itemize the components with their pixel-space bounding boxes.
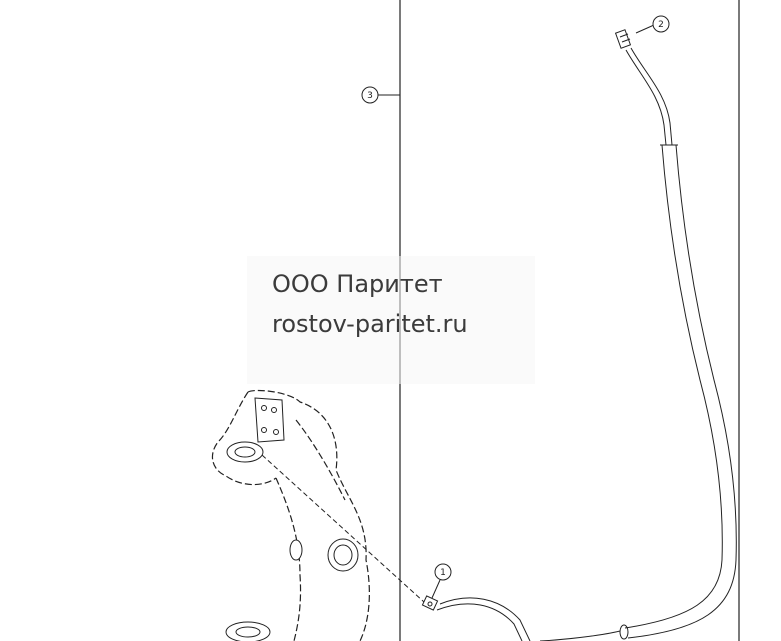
callout-2-label: 2 [658, 20, 664, 30]
sensor-cable [436, 47, 737, 641]
steering-knuckle [211, 389, 370, 641]
install-guide-line [261, 454, 425, 603]
callout-3-label: 3 [367, 91, 373, 101]
callout-1[interactable]: 1 [431, 563, 452, 599]
watermark-company: ООО Паритет [272, 270, 443, 298]
watermark-box [247, 256, 535, 384]
callout-1-label: 1 [440, 568, 446, 578]
sensor-head [421, 595, 439, 611]
callout-2[interactable]: 2 [635, 15, 670, 34]
watermark-website: rostov-paritet.ru [272, 310, 468, 338]
cable-sleeve [624, 144, 723, 629]
sensor-connector [614, 29, 632, 49]
callout-3[interactable]: 3 [361, 86, 400, 104]
knuckle-details [225, 397, 359, 641]
